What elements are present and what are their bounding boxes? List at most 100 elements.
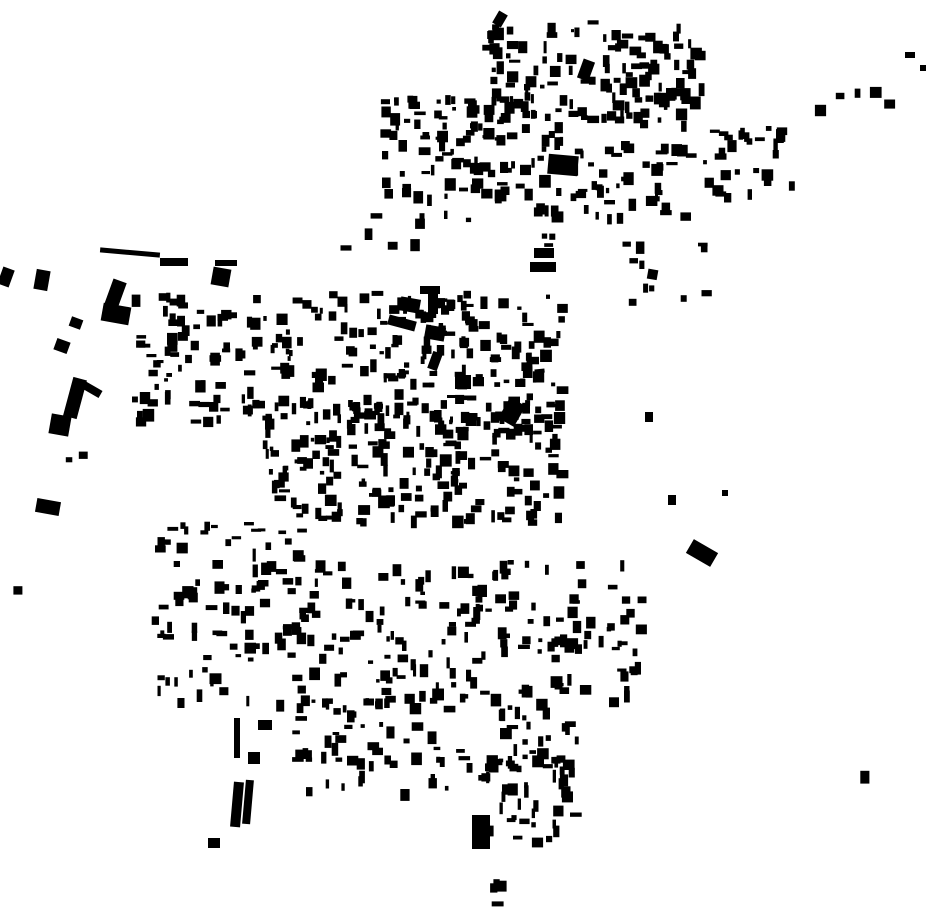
building [190, 419, 202, 424]
building [490, 883, 498, 893]
building [468, 326, 479, 332]
building [435, 682, 439, 689]
building [860, 770, 870, 784]
building [565, 726, 570, 735]
building [184, 526, 189, 535]
building [569, 594, 579, 604]
building [311, 610, 321, 618]
building [410, 378, 417, 390]
building [251, 528, 262, 532]
building [367, 327, 377, 336]
building [508, 591, 520, 600]
building [251, 336, 263, 347]
building [277, 638, 286, 651]
building [455, 479, 459, 483]
building [303, 401, 312, 409]
building [416, 425, 421, 437]
building [332, 732, 340, 735]
building [213, 394, 221, 404]
building [430, 505, 439, 517]
building [345, 598, 353, 609]
building [700, 244, 708, 253]
building [53, 337, 71, 355]
building [13, 586, 23, 595]
building [348, 444, 357, 449]
building [350, 630, 361, 640]
building [234, 718, 240, 758]
building [291, 439, 301, 452]
building [564, 721, 576, 727]
building [378, 573, 389, 581]
building [458, 756, 471, 761]
building [497, 512, 505, 520]
building [319, 470, 325, 475]
building [597, 185, 604, 198]
building [177, 698, 185, 708]
building [371, 290, 384, 296]
building [467, 573, 474, 579]
building [555, 108, 562, 113]
building [392, 564, 402, 577]
building [284, 538, 292, 545]
building [561, 723, 568, 732]
building [324, 735, 332, 748]
building [344, 304, 348, 313]
building [292, 505, 302, 510]
building [442, 122, 447, 130]
building [470, 184, 481, 194]
building [379, 351, 384, 355]
building [415, 579, 424, 592]
building [229, 312, 237, 319]
building [565, 54, 577, 65]
building [512, 407, 519, 420]
building [306, 421, 311, 426]
building [160, 258, 188, 266]
building [536, 698, 548, 711]
building [333, 708, 341, 715]
building [191, 622, 198, 633]
building [513, 423, 523, 436]
building [274, 632, 283, 644]
building [640, 119, 649, 129]
building [588, 162, 594, 167]
building [244, 642, 256, 654]
building [240, 611, 246, 624]
building [103, 278, 127, 312]
building [175, 595, 184, 607]
building [375, 698, 383, 710]
building [663, 106, 668, 110]
building [469, 162, 477, 174]
building [550, 403, 561, 407]
building [418, 576, 425, 585]
building [682, 70, 693, 75]
building [541, 233, 548, 239]
building [325, 779, 330, 789]
building [454, 441, 461, 450]
building [724, 134, 733, 141]
building [618, 641, 628, 646]
building [290, 497, 297, 508]
building [245, 629, 254, 640]
building [685, 153, 697, 158]
building [425, 447, 434, 458]
building [325, 698, 333, 704]
building [348, 347, 358, 357]
building [686, 59, 695, 70]
building [531, 158, 535, 168]
building [324, 494, 337, 506]
building [658, 82, 662, 92]
building [377, 308, 381, 320]
building [379, 722, 384, 727]
building [208, 838, 220, 848]
building [65, 457, 73, 463]
building [765, 126, 772, 131]
building [537, 649, 542, 654]
building [464, 632, 468, 643]
building [154, 383, 159, 390]
building [379, 606, 385, 616]
building [411, 722, 424, 731]
building [231, 605, 240, 616]
building [360, 366, 369, 377]
building [242, 405, 253, 415]
building [396, 675, 406, 679]
